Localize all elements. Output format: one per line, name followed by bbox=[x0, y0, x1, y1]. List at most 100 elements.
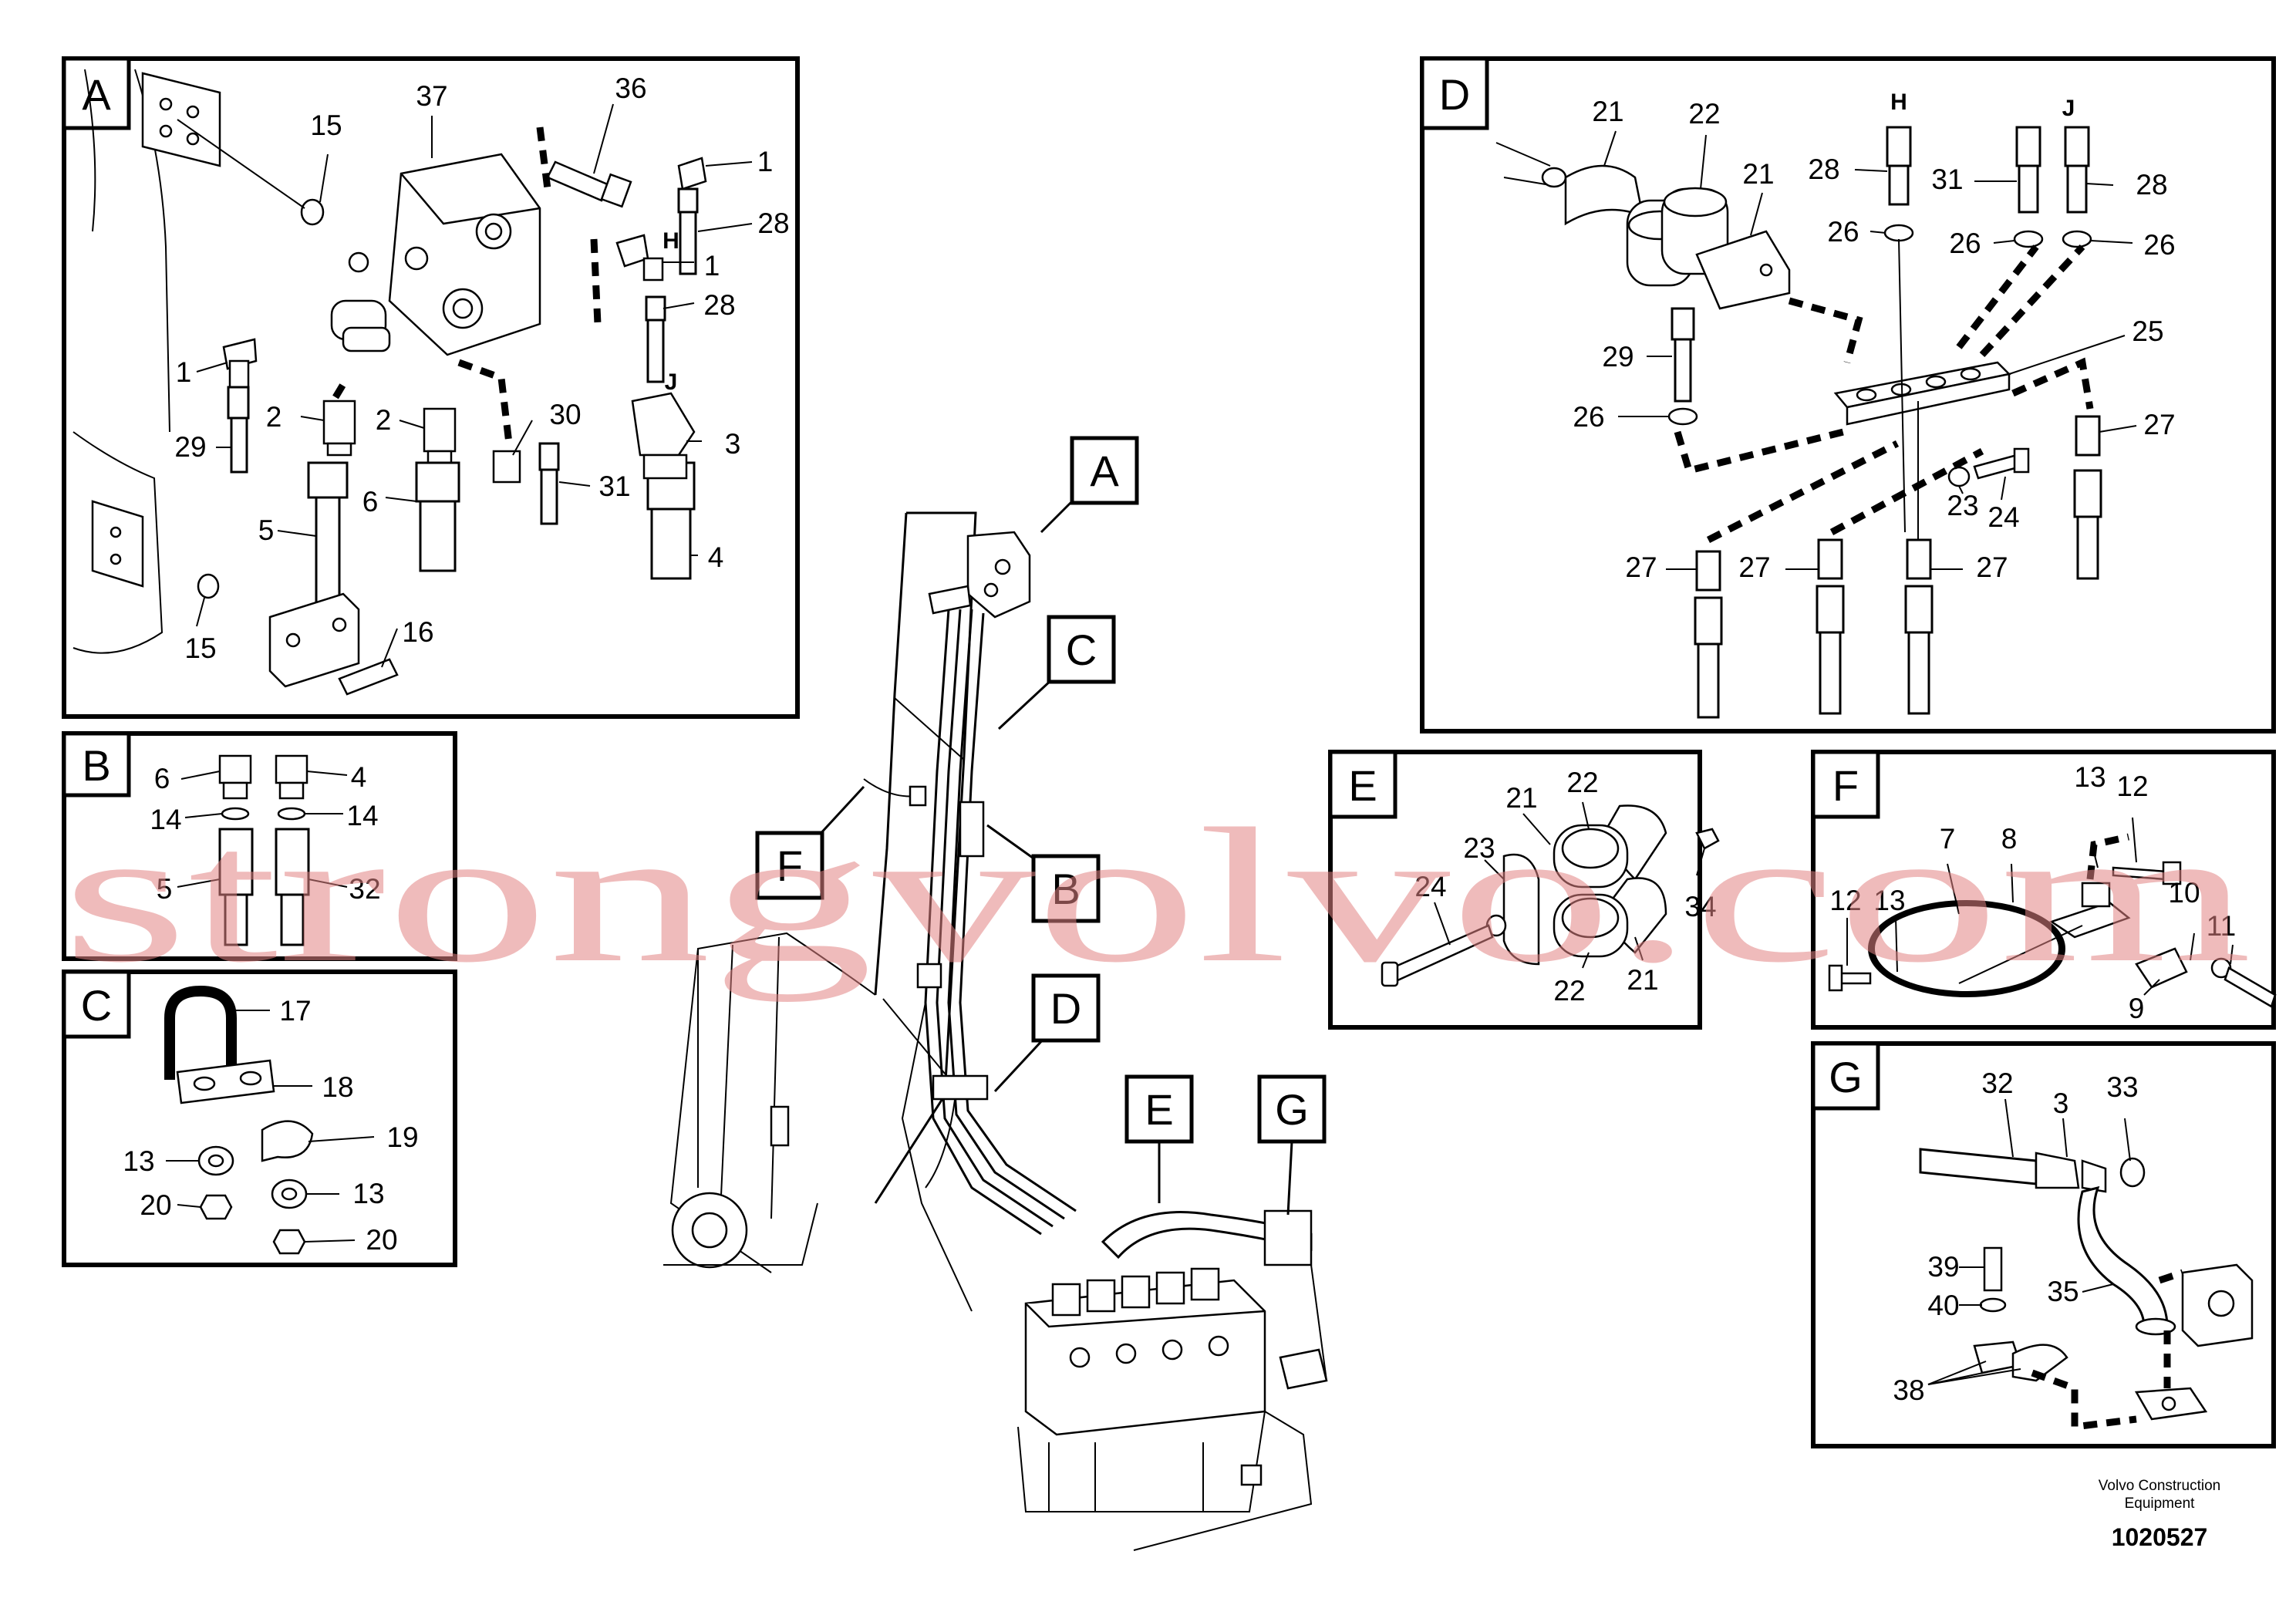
svg-text:F: F bbox=[1832, 761, 1859, 810]
overview-tag-d: D bbox=[993, 973, 1101, 1093]
svg-text:B: B bbox=[82, 741, 110, 790]
panel-c-artwork bbox=[164, 985, 375, 1255]
callout-e-34: 34 bbox=[1684, 891, 1716, 922]
callout-a-j: J bbox=[665, 369, 678, 395]
footer-brand-line2: Equipment bbox=[2124, 1496, 2195, 1512]
callout-d-21b: 21 bbox=[1742, 158, 1774, 190]
svg-text:E: E bbox=[1145, 1085, 1173, 1134]
callout-b-4: 4 bbox=[351, 761, 367, 793]
callout-b-6: 6 bbox=[154, 763, 170, 794]
panel-g-frame bbox=[1811, 1041, 2276, 1448]
callout-e-21: 21 bbox=[1505, 782, 1537, 814]
callout-d-27b: 27 bbox=[1625, 551, 1657, 583]
callout-d-26b: 26 bbox=[1949, 228, 1981, 259]
callout-d-26c: 26 bbox=[2143, 229, 2175, 261]
panel-b-frame bbox=[62, 731, 457, 961]
watermark: strongvolvo.com bbox=[62, 789, 2252, 1003]
overview-tag-e: E bbox=[1124, 1074, 1194, 1203]
callout-d-26d: 26 bbox=[1573, 401, 1604, 433]
panel-d-artwork bbox=[1495, 126, 2137, 719]
callout-c-20b: 20 bbox=[366, 1224, 397, 1256]
callout-a-36: 36 bbox=[615, 73, 646, 104]
svg-text:A: A bbox=[1090, 447, 1119, 495]
callout-f-7: 7 bbox=[1940, 823, 1956, 855]
callout-a-2b: 2 bbox=[376, 404, 392, 436]
drawing-number: 1020527 bbox=[2111, 1523, 2208, 1551]
panel-c-label: C bbox=[62, 969, 131, 1039]
callout-d-h: H bbox=[1890, 89, 1907, 115]
callout-a-28: 28 bbox=[757, 207, 789, 239]
svg-text:G: G bbox=[1829, 1053, 1863, 1101]
callout-a-1: 1 bbox=[757, 146, 774, 177]
callout-g-40: 40 bbox=[1927, 1290, 1959, 1321]
callout-g-32: 32 bbox=[1981, 1067, 2013, 1099]
callout-e-23: 23 bbox=[1463, 832, 1495, 864]
callout-c-17: 17 bbox=[279, 995, 311, 1027]
svg-text:F: F bbox=[777, 841, 803, 890]
callout-a-37: 37 bbox=[416, 80, 447, 112]
panel-c-frame bbox=[62, 969, 457, 1267]
callout-g-3: 3 bbox=[2053, 1088, 2069, 1119]
callout-a-29: 29 bbox=[174, 431, 206, 463]
callout-d-22: 22 bbox=[1688, 98, 1720, 130]
callout-g-39: 39 bbox=[1927, 1251, 1959, 1283]
svg-text:C: C bbox=[1066, 626, 1097, 674]
callout-f-12b: 12 bbox=[1829, 885, 1861, 916]
callout-a-30: 30 bbox=[549, 399, 581, 430]
callout-b-32: 32 bbox=[349, 873, 380, 905]
callout-f-13: 13 bbox=[2074, 761, 2106, 793]
footer-brand-line1: Volvo Construction bbox=[2098, 1478, 2221, 1494]
panel-f-artwork bbox=[1828, 817, 2277, 1008]
callout-d-28: 28 bbox=[1808, 153, 1839, 185]
callout-a-15: 15 bbox=[310, 110, 342, 141]
svg-text:C: C bbox=[81, 981, 112, 1030]
callout-a-4: 4 bbox=[708, 541, 724, 573]
callout-c-13b: 13 bbox=[352, 1178, 384, 1209]
callout-d-24: 24 bbox=[1988, 501, 2019, 533]
callout-a-6: 6 bbox=[362, 486, 379, 518]
overview-artwork bbox=[663, 511, 1328, 1551]
callout-a-2: 2 bbox=[266, 401, 282, 433]
footer-brand: Volvo Construction Equipment bbox=[2048, 1477, 2271, 1512]
callout-d-23: 23 bbox=[1947, 490, 1978, 521]
callout-d-27d: 27 bbox=[1976, 551, 2008, 583]
panel-e-frame bbox=[1328, 750, 1702, 1030]
callout-d-31: 31 bbox=[1931, 164, 1963, 195]
callout-f-10: 10 bbox=[2168, 877, 2200, 909]
panel-d-label: D bbox=[1420, 56, 1489, 130]
panel-g-artwork bbox=[1919, 1098, 2254, 1431]
callout-d-29: 29 bbox=[1602, 341, 1633, 373]
panel-g-label: G bbox=[1811, 1041, 1880, 1111]
callout-a-28b: 28 bbox=[703, 289, 735, 321]
panel-f-frame bbox=[1811, 750, 2276, 1030]
callout-d-27c: 27 bbox=[1738, 551, 1770, 583]
overview-tag-c: C bbox=[997, 615, 1116, 730]
callout-b-14b: 14 bbox=[346, 800, 378, 831]
panel-d-frame bbox=[1420, 56, 2276, 733]
panel-e-artwork bbox=[1381, 801, 1720, 987]
callout-a-16: 16 bbox=[402, 616, 433, 648]
callout-d-j: J bbox=[2062, 96, 2075, 121]
svg-text:D: D bbox=[1050, 984, 1081, 1033]
callout-f-8: 8 bbox=[2001, 823, 2018, 855]
panel-e-label: E bbox=[1328, 750, 1397, 819]
callout-a-5: 5 bbox=[258, 514, 275, 546]
callout-a-h: H bbox=[663, 228, 679, 254]
callout-f-9: 9 bbox=[2129, 993, 2145, 1024]
overview-tag-b: B bbox=[986, 824, 1101, 923]
callout-a-15b: 15 bbox=[184, 632, 216, 664]
callout-g-38: 38 bbox=[1893, 1374, 1924, 1406]
overview-tag-a: A bbox=[1040, 436, 1139, 534]
panel-f-label: F bbox=[1811, 750, 1880, 819]
svg-text:D: D bbox=[1439, 70, 1470, 119]
panel-a-frame bbox=[62, 56, 800, 719]
callout-f-11: 11 bbox=[2207, 910, 2236, 942]
svg-text:E: E bbox=[1348, 761, 1377, 810]
callout-e-22: 22 bbox=[1566, 767, 1598, 798]
panel-a-artwork bbox=[72, 69, 753, 696]
callout-g-33: 33 bbox=[2106, 1071, 2138, 1103]
callout-a-3: 3 bbox=[725, 428, 741, 460]
callout-g-35: 35 bbox=[2047, 1276, 2079, 1307]
callout-d-28b: 28 bbox=[2136, 169, 2167, 201]
